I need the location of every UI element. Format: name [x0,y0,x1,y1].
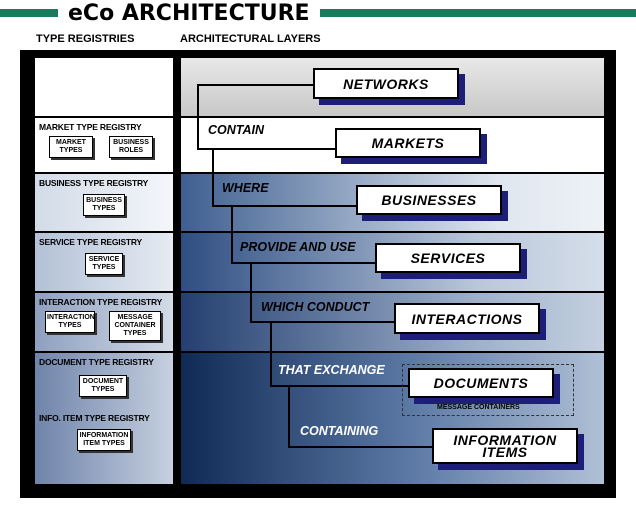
registry-row-document: DOCUMENT TYPE REGISTRY DOCUMENT TYPES IN… [35,351,173,484]
message-container-types-box: MESSAGE CONTAINER TYPES [109,311,161,341]
connector-v2 [212,148,214,206]
verb-where: WHERE [222,181,269,195]
info-item-type-registry-title: INFO. ITEM TYPE REGISTRY [39,413,150,423]
layer-box-interactions: INTERACTIONS [394,303,540,334]
market-types-box: MARKET TYPES [49,136,93,158]
layer-box-networks: NETWORKS [313,68,459,99]
connector-h-networks [197,84,315,86]
connector-h-businesses [212,205,358,207]
message-containers-label: MESSAGE CONTAINERS [437,404,520,411]
service-type-registry-title: SERVICE TYPE REGISTRY [39,237,143,247]
verb-which-conduct: WHICH CONDUCT [261,300,370,314]
business-type-registry-title: BUSINESS TYPE REGISTRY [39,178,149,188]
connector-h-information-items [288,446,434,448]
message-containers-group [402,364,574,416]
connector-v4 [250,262,252,322]
architectural-layers-header: ARCHITECTURAL LAYERS [180,33,321,45]
layer-box-businesses: BUSINESSES [356,185,502,215]
connector-h-markets [197,148,337,150]
page-title: eCo ARCHITECTURE [58,0,320,28]
layer-box-markets: MARKETS [335,128,481,158]
information-item-types-box: INFORMATION ITEM TYPES [77,429,131,451]
type-registries-column: MARKET TYPE REGISTRY MARKET TYPES BUSINE… [35,58,173,484]
connector-h-documents [270,385,410,387]
verb-containing: CONTAINING [300,424,379,438]
business-roles-box: BUSINESS ROLES [109,136,153,158]
registry-row-networks [35,58,173,116]
registry-row-business: BUSINESS TYPE REGISTRY BUSINESS TYPES [35,172,173,231]
layer-box-information-items: INFORMATION ITEMS [432,428,578,464]
registry-row-service: SERVICE TYPE REGISTRY SERVICE TYPES [35,231,173,291]
business-types-box: BUSINESS TYPES [83,194,125,216]
document-type-registry-title: DOCUMENT TYPE REGISTRY [39,357,154,367]
market-type-registry-title: MARKET TYPE REGISTRY [39,122,142,132]
connector-h-services [231,262,377,264]
interaction-types-box: INTERACTION TYPES [45,311,95,333]
connector-h-interactions [250,321,396,323]
registry-row-market: MARKET TYPE REGISTRY MARKET TYPES BUSINE… [35,116,173,172]
layer-box-services: SERVICES [375,243,521,273]
verb-provide-and-use: PROVIDE AND USE [240,240,356,254]
connector-v6 [288,385,290,447]
type-registries-header: TYPE REGISTRIES [36,33,135,45]
verb-that-exchange: THAT EXCHANGE [278,363,385,377]
verb-contain: CONTAIN [208,123,265,137]
interaction-type-registry-title: INTERACTION TYPE REGISTRY [39,297,163,307]
connector-v3 [231,205,233,263]
connector-v5 [270,321,272,386]
connector-v1 [197,84,199,148]
service-types-box: SERVICE TYPES [85,253,123,275]
layer-box-documents: DOCUMENTS [408,368,554,398]
registry-row-interaction: INTERACTION TYPE REGISTRY INTERACTION TY… [35,291,173,351]
document-types-box: DOCUMENT TYPES [79,375,127,397]
